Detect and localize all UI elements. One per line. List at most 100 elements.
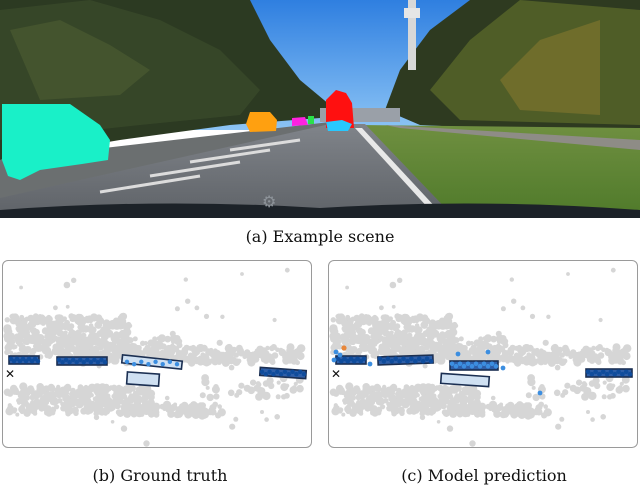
object-point [367, 361, 373, 367]
lidar-point [353, 321, 360, 329]
lidar-point [26, 336, 32, 342]
lidar-point [601, 347, 606, 352]
object-point [358, 358, 364, 364]
lidar-point [356, 327, 363, 334]
object-point [17, 359, 23, 364]
lidar-point [562, 389, 569, 396]
object-point [348, 356, 354, 362]
lidar-point [61, 389, 70, 397]
lidar-point [152, 336, 158, 342]
lidar-point [68, 313, 75, 320]
object-point [14, 356, 20, 361]
lidar-point [27, 385, 34, 392]
object-point [401, 356, 406, 362]
object-point [389, 358, 395, 364]
lidar-point [382, 392, 389, 399]
lidar-point [549, 359, 556, 367]
lidar-point [448, 337, 456, 344]
lidar-point [375, 384, 382, 390]
lidar-point [85, 390, 92, 397]
lidar-point [100, 339, 109, 348]
object-point [11, 359, 17, 364]
lidar-point [477, 346, 485, 354]
lidar-point [471, 391, 479, 400]
lidar-point [145, 391, 153, 400]
lidar-point [494, 408, 499, 414]
lidar-point [377, 326, 385, 333]
lidar-point [332, 407, 339, 415]
lidar-point [30, 400, 35, 405]
lidar-point [437, 393, 443, 399]
lidar-point [137, 350, 142, 356]
lidar-point [511, 298, 517, 304]
object-point [81, 360, 86, 365]
lidar-point [463, 350, 468, 356]
lidar-point [213, 393, 220, 400]
lidar-point [223, 351, 232, 359]
lidar-point [622, 352, 631, 361]
lidar-point [510, 410, 519, 419]
lidar-point [6, 407, 13, 415]
lidar-point [532, 393, 540, 402]
object-point [131, 362, 137, 367]
lidar-point [123, 328, 132, 337]
lidar-point [146, 351, 152, 357]
lidar-point [490, 335, 498, 343]
lidar-point [411, 317, 417, 324]
lidar-point [117, 331, 125, 339]
lidar-point [332, 327, 337, 332]
object-point [623, 369, 629, 375]
lidar-point [45, 391, 50, 396]
object-point [88, 360, 94, 365]
prediction-plot: ✕ [329, 267, 633, 447]
lidar-point [111, 356, 120, 365]
lidar-point [394, 345, 400, 352]
lidar-point [595, 345, 601, 351]
lidar-point [240, 272, 244, 276]
lidar-point [538, 401, 544, 408]
lidar-point [250, 379, 257, 386]
lidar-point [211, 385, 220, 394]
lidar-point [152, 402, 161, 411]
lidar-point [116, 318, 123, 325]
lidar-point [268, 357, 276, 364]
lidar-point [402, 314, 406, 319]
lidar-point [206, 393, 214, 402]
lidar-point [27, 321, 34, 329]
lidar-point [463, 405, 472, 414]
lidar-point [619, 381, 624, 386]
object-point [167, 359, 173, 364]
lidar-point [462, 345, 468, 351]
lidar-point [442, 384, 448, 391]
lidar-point [110, 336, 118, 343]
object-point [286, 372, 291, 377]
lidar-point [420, 395, 426, 402]
lidar-point [98, 399, 103, 405]
object-point [174, 362, 180, 367]
lidar-point [469, 440, 476, 447]
lidar-point [251, 356, 257, 362]
lidar-point [349, 329, 354, 334]
object-point [78, 357, 83, 362]
lidar-point [451, 343, 461, 352]
lidar-point [590, 417, 595, 422]
lidar-point [331, 341, 341, 350]
lidar-point [598, 317, 603, 323]
lidar-point [16, 327, 22, 333]
lidar-point [46, 350, 54, 358]
lidar-point [600, 414, 606, 420]
lidar-point [143, 440, 150, 447]
object-point [278, 372, 284, 377]
lidar-point [400, 391, 408, 399]
ego-marker-icon: ✕ [5, 367, 15, 381]
lidar-point [422, 363, 428, 369]
lidar-point [370, 327, 376, 333]
object-point [461, 363, 467, 369]
lidar-point [200, 344, 208, 352]
lidar-point [342, 327, 348, 333]
lidar-point [202, 354, 210, 362]
lidar-point [379, 305, 384, 311]
lidar-point [23, 329, 28, 334]
lidar-point [583, 386, 589, 391]
lidar-point [20, 398, 27, 404]
